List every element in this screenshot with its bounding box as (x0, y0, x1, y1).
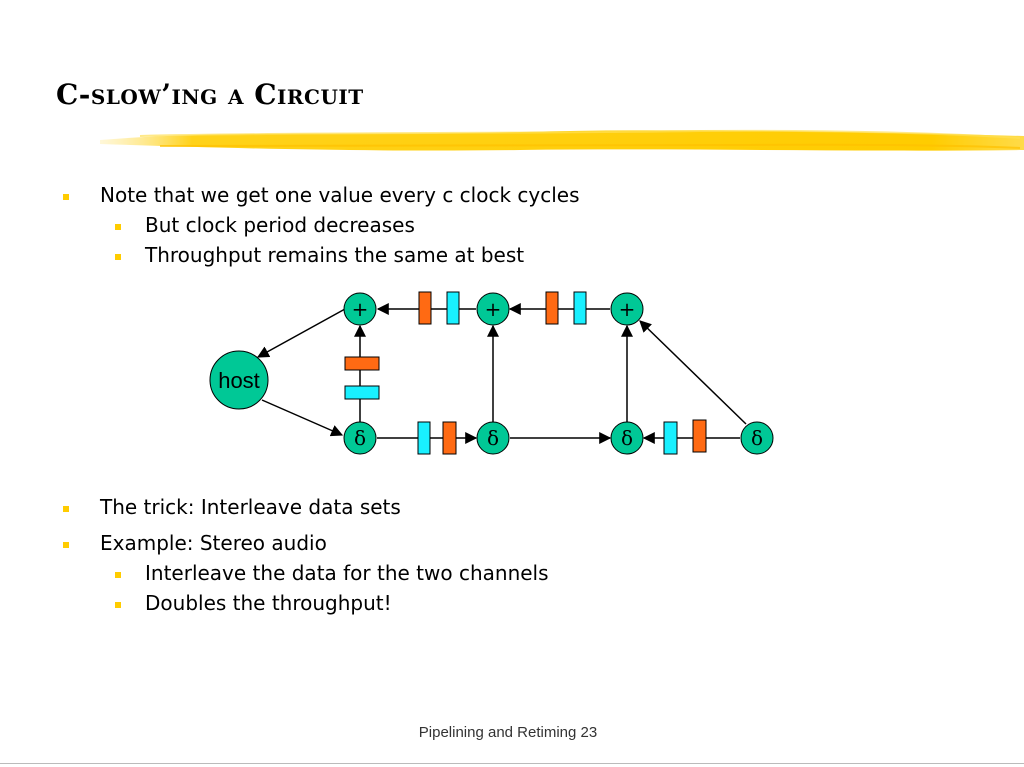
delay-node (610, 421, 644, 455)
delay-label: δ (354, 426, 366, 450)
edge-host-to-delay1 (261, 399, 344, 437)
slide-footer: Pipelining and Retiming 23 (418, 724, 598, 741)
register-orange (418, 291, 432, 325)
register-cyan (417, 421, 431, 455)
delay-node (740, 421, 774, 455)
bullet-text: Doubles the throughput! (145, 591, 392, 615)
adder-label: + (619, 297, 636, 321)
adder-node (343, 292, 377, 326)
bullet-marker (63, 542, 69, 548)
bullet-marker (115, 602, 121, 608)
bullet-marker (63, 194, 69, 200)
bullet-marker (115, 572, 121, 578)
delay-label: δ (621, 426, 633, 450)
delay-label: δ (751, 426, 763, 450)
register-orange (344, 356, 380, 371)
register-cyan (446, 291, 460, 325)
bullet-marker (115, 254, 121, 260)
slide-title: C-slow’ing a Circuit (56, 78, 364, 111)
adder-node (610, 292, 644, 326)
host-node (209, 350, 269, 410)
host-label: host (218, 368, 260, 393)
delay-label: δ (487, 426, 499, 450)
bottom-divider (0, 763, 1024, 764)
register-cyan (573, 291, 587, 325)
register-cyan (663, 421, 678, 455)
delay-node (476, 421, 510, 455)
edge-adder1-to-host (256, 308, 346, 358)
bullet-text: Throughput remains the same at best (145, 243, 525, 267)
bullet-text: The trick: Interleave data sets (100, 495, 401, 519)
register-cyan (344, 385, 380, 400)
edge-delay4-to-adder3 (639, 320, 747, 425)
register-orange (692, 419, 707, 453)
bullet-text: Note that we get one value every c clock… (100, 183, 580, 207)
register-orange (442, 421, 457, 455)
register-orange (545, 291, 559, 325)
bullet-text: But clock period decreases (145, 213, 415, 237)
adder-label: + (352, 297, 369, 321)
title-underline-brush (100, 129, 1024, 151)
adder-label: + (485, 297, 502, 321)
bullet-marker (115, 224, 121, 230)
adder-node (476, 292, 510, 326)
bullet-text: Example: Stereo audio (100, 531, 327, 555)
bullet-text: Interleave the data for the two channels (145, 561, 549, 585)
bullet-marker (63, 506, 69, 512)
c-slow-circuit-diagram: host + + + δ δ δ δ (209, 291, 774, 455)
delay-node (343, 421, 377, 455)
